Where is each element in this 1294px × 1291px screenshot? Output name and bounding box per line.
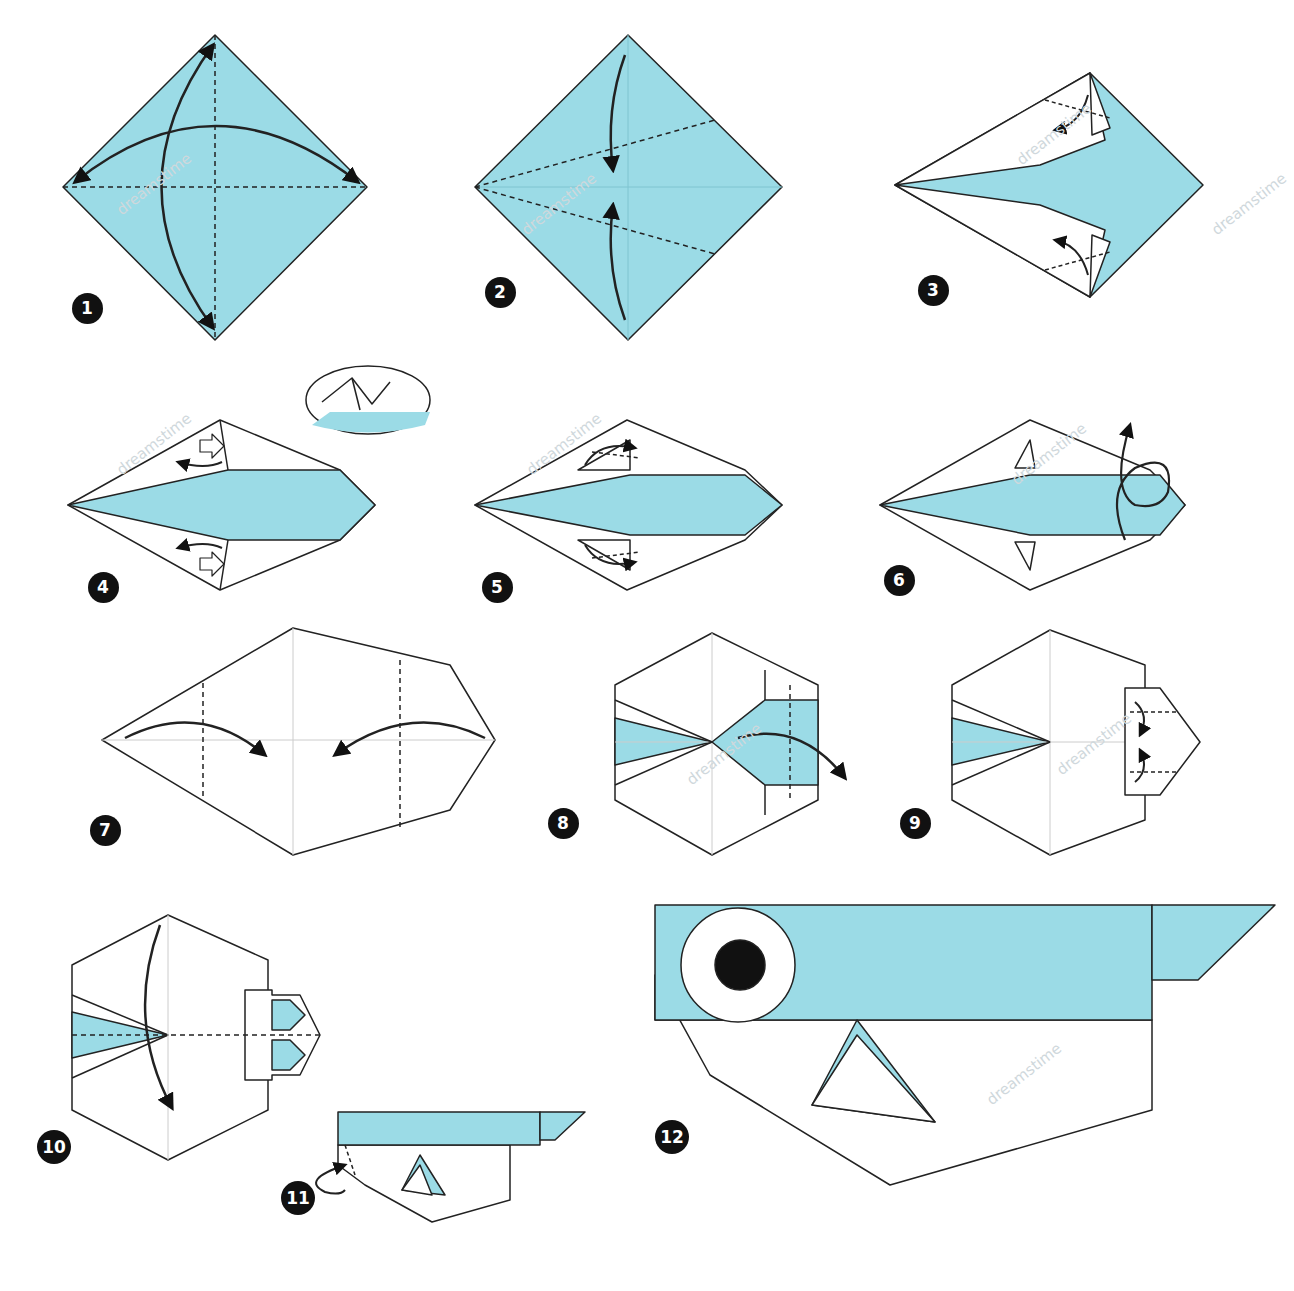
step-number-badge: 1 — [72, 293, 103, 324]
callout-number: 3 — [927, 282, 939, 299]
watermark: dreamstime — [523, 409, 605, 479]
step-number-badge: 11 — [281, 1181, 315, 1215]
step-10-fold — [72, 915, 320, 1160]
step-7-fold — [102, 628, 495, 855]
step-11-fish — [316, 1112, 585, 1222]
watermark: dreamstime — [1208, 169, 1290, 239]
step-number-badge: 8 — [548, 808, 579, 839]
callout-number: 8 — [557, 815, 569, 832]
watermark: dreamstime — [1013, 99, 1095, 169]
callout-number: 4 — [97, 579, 109, 596]
watermark: dreamstime — [113, 409, 195, 479]
callout-number: 7 — [99, 822, 111, 839]
step-2-square — [475, 35, 782, 340]
callout-number: 10 — [42, 1139, 66, 1156]
watermark: dreamstime — [983, 1039, 1065, 1109]
callout-number: 9 — [909, 815, 921, 832]
callout-number: 2 — [494, 284, 506, 301]
callout-number: 11 — [286, 1190, 310, 1207]
callout-number: 12 — [660, 1129, 684, 1146]
step-6-fold — [880, 420, 1185, 590]
step-number-badge: 9 — [900, 808, 931, 839]
step-number-badge: 12 — [655, 1120, 689, 1154]
watermark: dreamstime — [1053, 709, 1135, 779]
step-8-fold — [615, 633, 845, 855]
step-number-badge: 5 — [482, 572, 513, 603]
callout-number: 1 — [81, 300, 93, 317]
watermark: dreamstime — [1008, 419, 1090, 489]
step-number-badge: 10 — [37, 1130, 71, 1164]
step-12-fish — [655, 905, 1275, 1185]
step-4-fold — [68, 366, 430, 590]
step-number-badge: 3 — [918, 275, 949, 306]
step-number-badge: 2 — [485, 277, 516, 308]
watermark: dreamstime — [518, 169, 600, 239]
watermark: dreamstime — [683, 719, 765, 789]
step-number-badge: 7 — [90, 815, 121, 846]
step-5-fold — [475, 420, 782, 590]
callout-number: 5 — [491, 579, 503, 596]
callout-number: 6 — [893, 572, 905, 589]
step-3-kite — [895, 73, 1203, 297]
watermark: dreamstime — [113, 149, 195, 219]
step-number-badge: 4 — [88, 572, 119, 603]
step-9-fold — [952, 630, 1200, 855]
step-number-badge: 6 — [884, 565, 915, 596]
step-1-square — [63, 35, 367, 340]
